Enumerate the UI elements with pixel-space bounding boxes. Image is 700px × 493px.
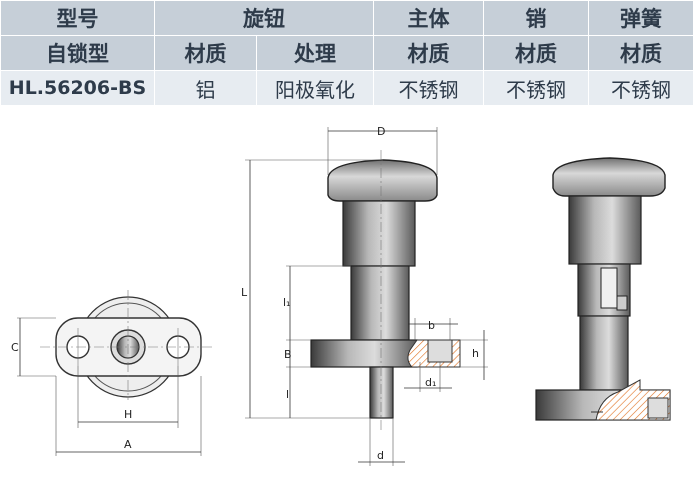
cell-knob-material: 铝	[154, 70, 257, 106]
section-body	[568, 195, 642, 265]
header-body: 主体	[373, 0, 484, 36]
flange	[310, 339, 418, 368]
dim-label-D: D	[377, 125, 385, 138]
dim-label-d: d	[377, 449, 384, 462]
section-knob	[552, 157, 666, 197]
subheader-knob-treatment: 处理	[256, 35, 374, 71]
top-view: C H A	[11, 290, 215, 456]
subheader-pin-material: 材质	[483, 35, 589, 71]
section-stem	[579, 315, 629, 391]
cell-pin-material: 不锈钢	[483, 70, 589, 106]
dim-label-d1: d₁	[425, 376, 436, 389]
dim-label-b: b	[428, 319, 435, 332]
subheader-spring-material: 材质	[588, 35, 694, 71]
header-model: 型号	[0, 0, 155, 36]
cell-knob-treatment: 阳极氧化	[256, 70, 374, 106]
subheader-knob-material: 材质	[154, 35, 257, 71]
lock-slot	[600, 267, 618, 309]
dim-label-C: C	[11, 341, 19, 354]
dim-label-h: h	[472, 347, 479, 360]
subheader-row: 自锁型 材质 处理 材质 材质 材质	[0, 35, 694, 71]
cell-spring-material: 不锈钢	[588, 70, 694, 106]
dim-label-l: l	[286, 388, 289, 401]
spec-table: 型号 旋钮 主体 销 弹簧 自锁型 材质 处理 材质 材质 材质 HL.5620…	[0, 0, 694, 106]
subheader-body-material: 材质	[373, 35, 484, 71]
header-spring: 弹簧	[588, 0, 694, 36]
knob	[327, 159, 438, 202]
cell-body-material: 不锈钢	[373, 70, 484, 106]
stem	[350, 265, 410, 341]
subheader-self-locking: 自锁型	[0, 35, 155, 71]
body	[342, 200, 416, 267]
technical-drawing: C H A D L	[11, 125, 671, 466]
header-pin: 销	[483, 0, 589, 36]
dim-label-A: A	[124, 438, 132, 451]
section-view	[535, 157, 671, 421]
dim-label-l1: l₁	[283, 296, 290, 309]
dim-label-B: B	[284, 348, 292, 361]
header-row: 型号 旋钮 主体 销 弹簧	[0, 0, 694, 36]
dim-label-H: H	[124, 408, 132, 421]
side-view: D L l₁ B l d b h d₁	[241, 125, 488, 466]
cell-model: HL.56206-BS	[0, 70, 155, 106]
dim-label-L: L	[241, 286, 248, 299]
data-row: HL.56206-BS 铝 阳极氧化 不锈钢 不锈钢 不锈钢	[0, 70, 694, 106]
header-knob: 旋钮	[154, 0, 374, 36]
pin	[369, 366, 394, 419]
